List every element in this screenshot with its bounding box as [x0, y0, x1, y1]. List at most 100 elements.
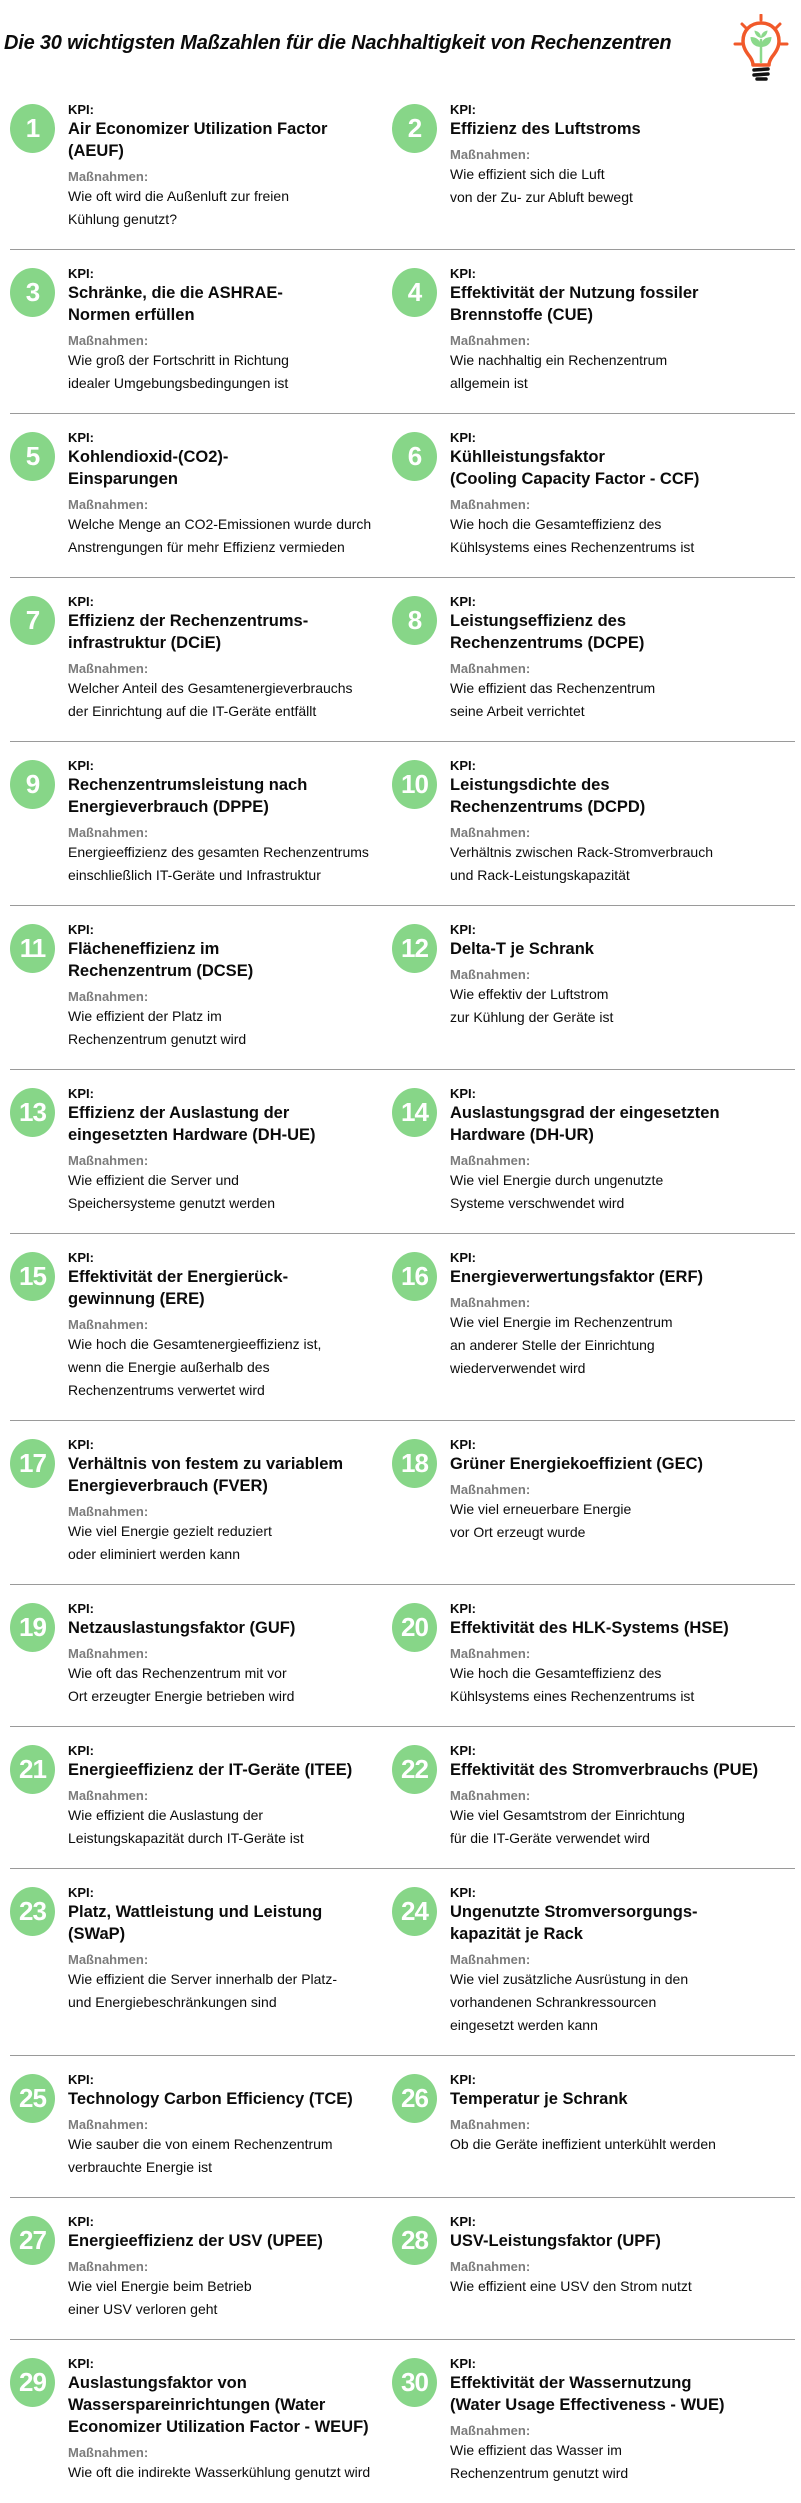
kpi-item-11: 11 KPI: Flächeneffizienz im Rechenzentru…: [10, 922, 392, 1051]
item-text: KPI: Flächeneffizienz im Rechenzentrum (…: [68, 922, 392, 1051]
massnahmen-label: Maßnahmen:: [450, 333, 531, 348]
item-number: 9: [25, 769, 41, 799]
kpi-name: Auslastungsfaktor von Wasserspareinricht…: [68, 2374, 369, 2436]
kpi-name: Effektivität der Wassernutzung (Water Us…: [450, 2374, 725, 2414]
kpi-item-26: 26 KPI: Temperatur je Schrank Maßnahmen:…: [392, 2072, 791, 2179]
page-title: Die 30 wichtigsten Maßzahlen für die Nac…: [4, 32, 672, 54]
item-number: 17: [19, 1448, 47, 1478]
item-number: 28: [401, 2225, 429, 2255]
item-text: KPI: Air Economizer Utilization Factor (…: [68, 102, 392, 231]
kpi-label: KPI:: [68, 758, 94, 773]
massnahmen-text: Wie sauber die von einem Rechenzentrum v…: [68, 2136, 333, 2175]
kpi-label: KPI:: [68, 1743, 94, 1758]
kpi-label: KPI:: [68, 594, 94, 609]
item-number-badge: 1: [10, 104, 55, 153]
item-text: KPI: Delta-T je Schrank Maßnahmen: Wie e…: [450, 922, 791, 1029]
lightbulb-plant-icon: [733, 13, 789, 87]
item-number: 30: [401, 2367, 429, 2397]
kpi-label: KPI:: [450, 1250, 476, 1265]
kpi-label: KPI:: [450, 2072, 476, 2087]
massnahmen-label: Maßnahmen:: [68, 1952, 149, 1967]
kpi-item-10: 10 KPI: Leistungsdichte des Rechenzentru…: [392, 758, 791, 887]
massnahmen-label: Maßnahmen:: [68, 825, 149, 840]
kpi-name: Leistungsdichte des Rechenzentrums (DCPD…: [450, 776, 646, 816]
item-number-badge: 23: [10, 1887, 55, 1936]
kpi-label: KPI:: [450, 1086, 476, 1101]
item-number-badge: 4: [392, 268, 437, 317]
item-text: KPI: Effektivität des HLK-Systems (HSE) …: [450, 1601, 791, 1708]
massnahmen-text: Wie hoch die Gesamteffizienz des Kühlsys…: [450, 1665, 695, 1704]
kpi-label: KPI:: [450, 1885, 476, 1900]
kpi-label: KPI:: [68, 2356, 94, 2371]
massnahmen-label: Maßnahmen:: [450, 825, 531, 840]
item-number-badge: 8: [392, 596, 437, 645]
item-text: KPI: Rechenzentrumsleistung nach Energie…: [68, 758, 392, 887]
massnahmen-text: Wie oft das Rechenzentrum mit vor Ort er…: [68, 1665, 295, 1704]
massnahmen-text: Wie effizient der Platz im Rechenzentrum…: [68, 1008, 247, 1047]
item-text: KPI: Kühlleistungsfaktor (Cooling Capaci…: [450, 430, 791, 559]
kpi-name: Effizienz der Auslastung der eingesetzte…: [68, 1104, 316, 1144]
massnahmen-text: Wie hoch die Gesamteffizienz des Kühlsys…: [450, 516, 695, 555]
item-text: KPI: Effektivität der Nutzung fossiler B…: [450, 266, 791, 395]
kpi-label: KPI:: [450, 1601, 476, 1616]
item-number-badge: 5: [10, 432, 55, 481]
massnahmen-label: Maßnahmen:: [450, 497, 531, 512]
kpi-name: Schränke, die die ASHRAE- Normen erfülle…: [68, 284, 283, 324]
item-number: 19: [19, 1612, 47, 1642]
item-text: KPI: Leistungseffizienz des Rechenzentru…: [450, 594, 791, 723]
massnahmen-text: Wie effizient die Server und Speichersys…: [68, 1172, 275, 1211]
kpi-item-24: 24 KPI: Ungenutzte Stromversorgungs- kap…: [392, 1885, 791, 2037]
item-number-badge: 13: [10, 1088, 55, 1137]
kpi-item-7: 7 KPI: Effizienz der Rechenzentrums- inf…: [10, 594, 392, 723]
massnahmen-text: Welche Menge an CO2-Emissionen wurde dur…: [68, 516, 372, 555]
item-text: KPI: Effektivität des Stromverbrauchs (P…: [450, 1743, 791, 1850]
massnahmen-text: Wie effektiv der Luftstrom zur Kühlung d…: [450, 986, 614, 1025]
item-number: 23: [19, 1896, 47, 1926]
kpi-name: Leistungseffizienz des Rechenzentrums (D…: [450, 612, 645, 652]
item-number-badge: 18: [392, 1439, 437, 1488]
kpi-item-19: 19 KPI: Netzauslastungsfaktor (GUF) Maßn…: [10, 1601, 392, 1708]
massnahmen-label: Maßnahmen:: [450, 1153, 531, 1168]
item-number-badge: 29: [10, 2358, 55, 2407]
kpi-item-18: 18 KPI: Grüner Energiekoeffizient (GEC) …: [392, 1437, 791, 1566]
massnahmen-text: Wie viel Energie beim Betrieb einer USV …: [68, 2278, 252, 2317]
kpi-name: Ungenutzte Stromversorgungs- kapazität j…: [450, 1903, 698, 1943]
massnahmen-label: Maßnahmen:: [450, 2423, 531, 2438]
item-number: 4: [407, 277, 423, 307]
item-text: KPI: Energieverwertungsfaktor (ERF) Maßn…: [450, 1250, 791, 1380]
item-number-badge: 17: [10, 1439, 55, 1488]
kpi-name: Effizienz des Luftstroms: [450, 120, 641, 138]
kpi-row: 7 KPI: Effizienz der Rechenzentrums- inf…: [10, 578, 795, 742]
massnahmen-text: Ob die Geräte ineffizient unterkühlt wer…: [450, 2136, 716, 2152]
kpi-label: KPI:: [68, 266, 94, 281]
kpi-name: Energieeffizienz der IT-Geräte (ITEE): [68, 1761, 353, 1779]
kpi-item-3: 3 KPI: Schränke, die die ASHRAE- Normen …: [10, 266, 392, 395]
item-number: 6: [407, 441, 423, 471]
item-number: 7: [25, 605, 41, 635]
item-number-badge: 2: [392, 104, 437, 153]
kpi-label: KPI:: [450, 758, 476, 773]
kpi-row: 23 KPI: Platz, Wattleistung und Leistung…: [10, 1869, 795, 2056]
item-number-badge: 19: [10, 1603, 55, 1652]
item-number: 11: [19, 933, 46, 963]
kpi-label: KPI:: [68, 1885, 94, 1900]
massnahmen-label: Maßnahmen:: [450, 1295, 531, 1310]
kpi-row: 13 KPI: Effizienz der Auslastung der ein…: [10, 1070, 795, 1234]
kpi-label: KPI:: [68, 2072, 94, 2087]
kpi-item-13: 13 KPI: Effizienz der Auslastung der ein…: [10, 1086, 392, 1215]
kpi-name: Netzauslastungsfaktor (GUF): [68, 1619, 296, 1637]
item-number-badge: 28: [392, 2216, 437, 2265]
kpi-name: USV-Leistungsfaktor (UPF): [450, 2232, 661, 2250]
item-number: 12: [401, 933, 429, 963]
item-text: KPI: Auslastungsfaktor von Wassersparein…: [68, 2356, 392, 2484]
item-number: 18: [401, 1448, 429, 1478]
kpi-label: KPI:: [450, 594, 476, 609]
kpi-label: KPI:: [68, 1437, 94, 1452]
kpi-item-15: 15 KPI: Effektivität der Energierück- ge…: [10, 1250, 392, 1402]
item-text: KPI: Technology Carbon Efficiency (TCE) …: [68, 2072, 392, 2179]
item-text: KPI: Verhältnis von festem zu variablem …: [68, 1437, 392, 1566]
massnahmen-label: Maßnahmen:: [450, 661, 531, 676]
item-number-badge: 7: [10, 596, 55, 645]
kpi-item-23: 23 KPI: Platz, Wattleistung und Leistung…: [10, 1885, 392, 2037]
massnahmen-label: Maßnahmen:: [450, 1952, 531, 1967]
